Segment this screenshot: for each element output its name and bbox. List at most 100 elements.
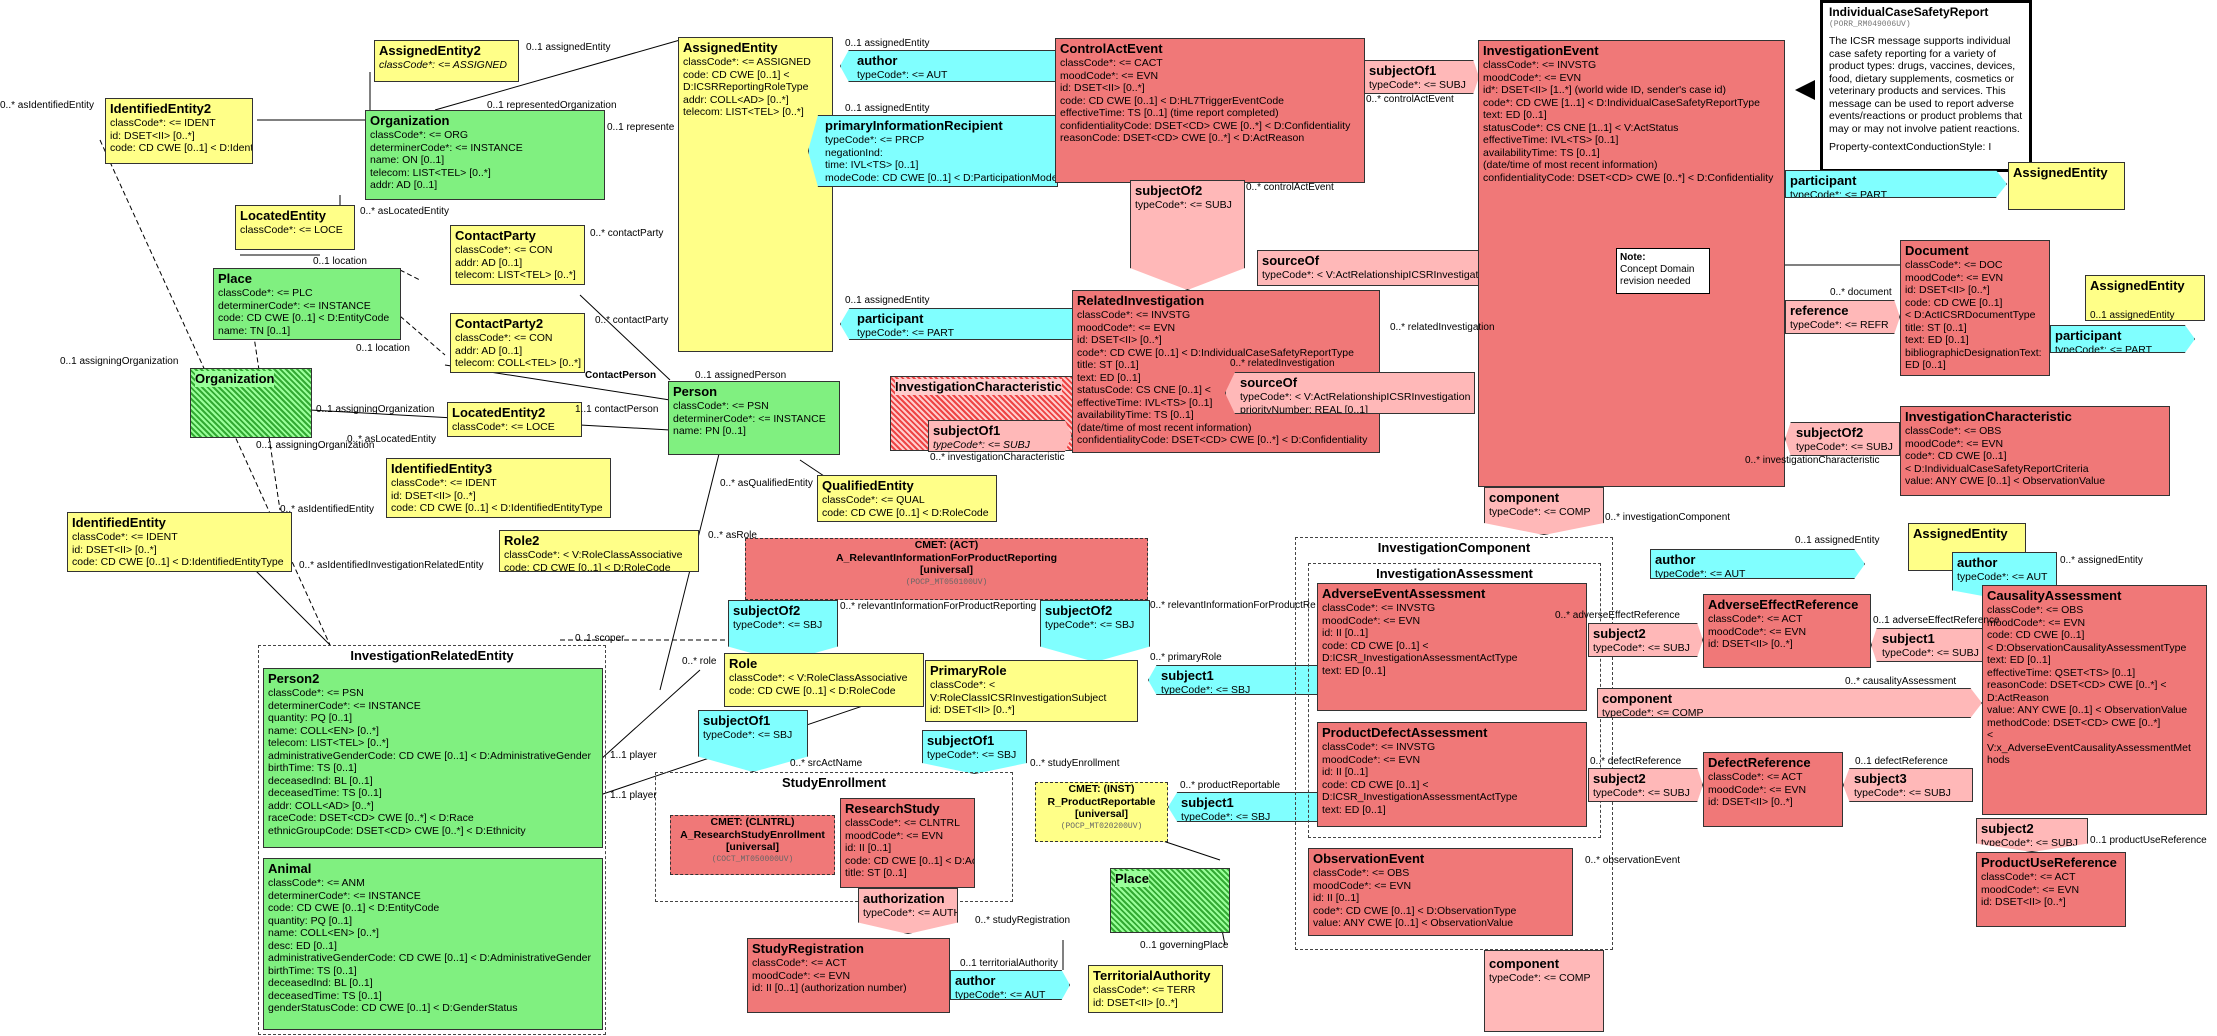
class-attr: title: ST [0..1] [845, 867, 907, 879]
class-title: ProductUseReference [1981, 855, 2117, 870]
actrelationship-subject2-a[interactable]: subject2 typeCode*: <= SUBJ [1588, 623, 1703, 657]
class-place[interactable]: Place classCode*: <= PLC determinerCode*… [213, 268, 401, 340]
class-attr: moodCode*: <= EVN [752, 969, 851, 982]
class-qualifiedentity[interactable]: QualifiedEntity classCode*: <= QUAL code… [817, 475, 997, 522]
class-attr: modeCode: CD CWE [0..1] < D:Participatio… [825, 171, 1058, 184]
class-document[interactable]: Document classCode*: <= DOC moodCode*: <… [1900, 240, 2050, 376]
class-attr: name: PN [0..1] [673, 425, 746, 437]
class-defectreference[interactable]: DefectReference classCode*: <= ACT moodC… [1703, 752, 1843, 827]
class-locatedentity2[interactable]: LocatedEntity2 classCode*: <= LOCE [447, 402, 582, 437]
class-controlactevent[interactable]: ControlActEvent classCode*: <= CACT mood… [1055, 38, 1365, 183]
assoc-label: 0..* contactParty [590, 228, 664, 239]
class-identifiedentity3[interactable]: IdentifiedEntity3 classCode*: <= IDENT i… [386, 458, 611, 518]
class-attr: moodCode*: <= EVN [1483, 71, 1582, 84]
class-person2[interactable]: Person2 classCode*: <= PSN determinerCod… [263, 668, 603, 848]
class-relatedinvestigation[interactable]: RelatedInvestigation classCode*: <= INVS… [1072, 290, 1380, 453]
class-attr: moodCode*: <= EVN [1077, 321, 1176, 334]
class-attr: code: CD CWE [0..1] < D:HL7TriggerEventC… [1060, 94, 1284, 107]
class-causalityassessment[interactable]: CausalityAssessment classCode*: <= OBS m… [1982, 585, 2207, 815]
class-contactparty2[interactable]: ContactParty2 classCode*: <= CON addr: A… [450, 313, 585, 373]
class-attr: classCode*: <= PSN [268, 687, 364, 699]
actrelationship-reference[interactable]: reference typeCode*: <= REFR [1785, 300, 1900, 334]
class-researchstudy[interactable]: ResearchStudy classCode*: <= CLNTRL mood… [840, 798, 975, 888]
participation-participant-left[interactable]: participant typeCode*: <= PART [840, 308, 1075, 340]
class-attr: typeCode*: <= AUT [857, 69, 948, 81]
actrelationship-subjectof2-top[interactable]: subjectOf2 typeCode*: <= SUBJ [1130, 180, 1245, 290]
cmet-product-reportable[interactable]: CMET: (INST) R_ProductReportable [univer… [1035, 782, 1168, 842]
actrelationship-subjectof2-right[interactable]: subjectOf2 typeCode*: <= SUBJ [1785, 422, 1900, 456]
class-productdefectassessment[interactable]: ProductDefectAssessment classCode*: <= I… [1317, 722, 1587, 827]
participation-participant-right[interactable]: participant typeCode*: <= PART [1785, 170, 2007, 198]
class-attr: classCode*: <= IDENT [110, 117, 216, 129]
class-territorialauthority[interactable]: TerritorialAuthority classCode*: <= TERR… [1088, 965, 1223, 1013]
class-attr: classCode*: <= OBS [1313, 867, 1410, 879]
class-attr: telecom: LIST<TEL> [0..*] [268, 737, 389, 749]
class-attr: classCode*: <= LOCE [452, 421, 555, 433]
class-animal[interactable]: Animal classCode*: <= ANM determinerCode… [263, 858, 603, 1030]
class-assignedentity-main[interactable]: AssignedEntity classCode*: <= ASSIGNED c… [678, 37, 833, 352]
class-attr: classCode*: <= ORG [370, 129, 469, 141]
class-attr: classCode*: <= TERR [1093, 984, 1196, 996]
actrelationship-sourceof-inner[interactable]: sourceOf typeCode*: < V:ActRelationshipI… [1225, 372, 1475, 414]
participation-subject1-b[interactable]: subject1 typeCode*: <= SBJ [1168, 792, 1323, 822]
class-title: CausalityAssessment [1987, 588, 2122, 603]
assoc-label: 0..1 location [356, 343, 410, 354]
actrelationship-subject1-right[interactable]: subject1 typeCode*: <= SUBJ [1871, 628, 1986, 662]
class-role[interactable]: Role classCode*: < V:RoleClassAssociativ… [724, 653, 924, 707]
actrelationship-component-bottom[interactable]: component typeCode*: <= COMP [1484, 950, 1604, 1032]
participation-author-bottom[interactable]: author typeCode*: <= AUT [950, 970, 1070, 1000]
class-attr: telecom: LIST<TEL> [0..*] [683, 106, 804, 118]
assoc-label: 0..1 defectReference [1855, 756, 1948, 767]
class-title: Animal [268, 861, 312, 876]
actrelationship-sourceof-top[interactable]: sourceOf typeCode*: < V:ActRelationshipI… [1257, 250, 1507, 286]
class-attr: id: II [0..1] [1322, 627, 1369, 639]
class-identifiedentity[interactable]: IdentifiedEntity classCode*: <= IDENT id… [67, 512, 292, 572]
class-attr: typeCode*: <= COMP [1489, 506, 1591, 518]
class-assignedentity-r2[interactable]: AssignedEntity [2085, 275, 2205, 321]
class-attr: reasonCode: DSET<CD> CWE [0..*] < D:ActR… [1060, 132, 1305, 144]
class-place-reference[interactable]: Place [1110, 868, 1230, 933]
cmet-variant: [universal] [1074, 808, 1129, 820]
class-attr: classCode*: <= CACT [1060, 57, 1163, 69]
cmet-relevant-information[interactable]: CMET: (ACT) A_RelevantInformationForProd… [745, 538, 1148, 600]
actrelationship-subject2-b[interactable]: subject2 typeCode*: <= SUBJ [1588, 768, 1703, 802]
class-role2[interactable]: Role2 classCode*: < V:RoleClassAssociati… [499, 530, 699, 572]
class-adverseeventassessment[interactable]: AdverseEventAssessment classCode*: <= IN… [1317, 583, 1587, 711]
class-attr: typeCode*: <= COMP [1489, 972, 1591, 984]
actrelationship-subjectof1-mid[interactable]: subjectOf1 typeCode*: <= SUBJ [928, 420, 1072, 452]
class-attr: moodCode*: <= EVN [1322, 614, 1421, 627]
actrelationship-subjectof1-top[interactable]: subjectOf1 typeCode*: <= SUBJ [1364, 60, 1479, 94]
class-assignedentity2[interactable]: AssignedEntity2 classCode*: <= ASSIGNED [374, 40, 519, 82]
participation-participant-r2[interactable]: participant typeCode*: <= PART [2050, 325, 2195, 353]
class-person[interactable]: Person classCode*: <= PSN determinerCode… [668, 381, 840, 455]
class-title: participant [857, 311, 924, 326]
actrelationship-component-mid[interactable]: component typeCode*: <= COMP [1597, 688, 1982, 718]
class-organization[interactable]: Organization classCode*: <= ORG determin… [365, 110, 605, 200]
class-attr: availabilityTime: TS [0..1] [1483, 146, 1600, 159]
class-locatedentity[interactable]: LocatedEntity classCode*: <= LOCE [235, 205, 355, 250]
class-investigationcharacteristic[interactable]: InvestigationCharacteristic classCode*: … [1900, 406, 2170, 496]
class-adverseeffectreference[interactable]: AdverseEffectReference classCode*: <= AC… [1703, 594, 1871, 668]
actrelationship-subject2-c[interactable]: subject2 typeCode*: <= SUBJ [1976, 818, 2088, 852]
class-primaryrole[interactable]: PrimaryRole classCode*: < V:RoleClassICS… [925, 660, 1138, 722]
actrelationship-subject3[interactable]: subject3 typeCode*: <= SUBJ [1843, 768, 1973, 802]
class-identifiedentity2[interactable]: IdentifiedEntity2 classCode*: <= IDENT i… [105, 98, 253, 164]
participation-author-right[interactable]: author typeCode*: <= AUT [1650, 549, 1865, 579]
actrelationship-component-top[interactable]: component typeCode*: <= COMP [1484, 487, 1604, 535]
class-contactparty[interactable]: ContactParty classCode*: <= CON addr: AD… [450, 225, 585, 285]
class-attr: moodCode*: <= EVN [1905, 437, 2004, 450]
class-productusereference[interactable]: ProductUseReference classCode*: <= ACT m… [1976, 852, 2126, 927]
cmet-code: (COCT_MT050000UV) [711, 854, 794, 864]
class-observationevent[interactable]: ObservationEvent classCode*: <= OBS mood… [1308, 848, 1573, 936]
actrelationship-authorization[interactable]: authorization typeCode*: <= AUTH [858, 888, 958, 934]
class-organization-reference[interactable]: Organization [190, 368, 312, 438]
participation-author-top[interactable]: author typeCode*: <= AUT [840, 50, 1060, 82]
class-attr: typeCode*: <= SUBJ [1593, 642, 1690, 654]
class-attr: determinerCode*: <= INSTANCE [673, 412, 826, 425]
cmet-research-study-enrollment[interactable]: CMET: (CLNTRL) A_ResearchStudyEnrollment… [670, 815, 835, 875]
class-assignedentity-r1[interactable]: AssignedEntity [2008, 162, 2125, 210]
class-studyregistration[interactable]: StudyRegistration classCode*: <= ACT moo… [747, 938, 950, 1013]
participation-primaryinformationrecipient[interactable]: primaryInformationRecipient typeCode*: <… [808, 115, 1058, 187]
class-attr: typeCode*: <= SUBJ [1135, 199, 1232, 211]
participation-subject1-a[interactable]: subject1 typeCode*: <= SBJ [1148, 665, 1318, 695]
